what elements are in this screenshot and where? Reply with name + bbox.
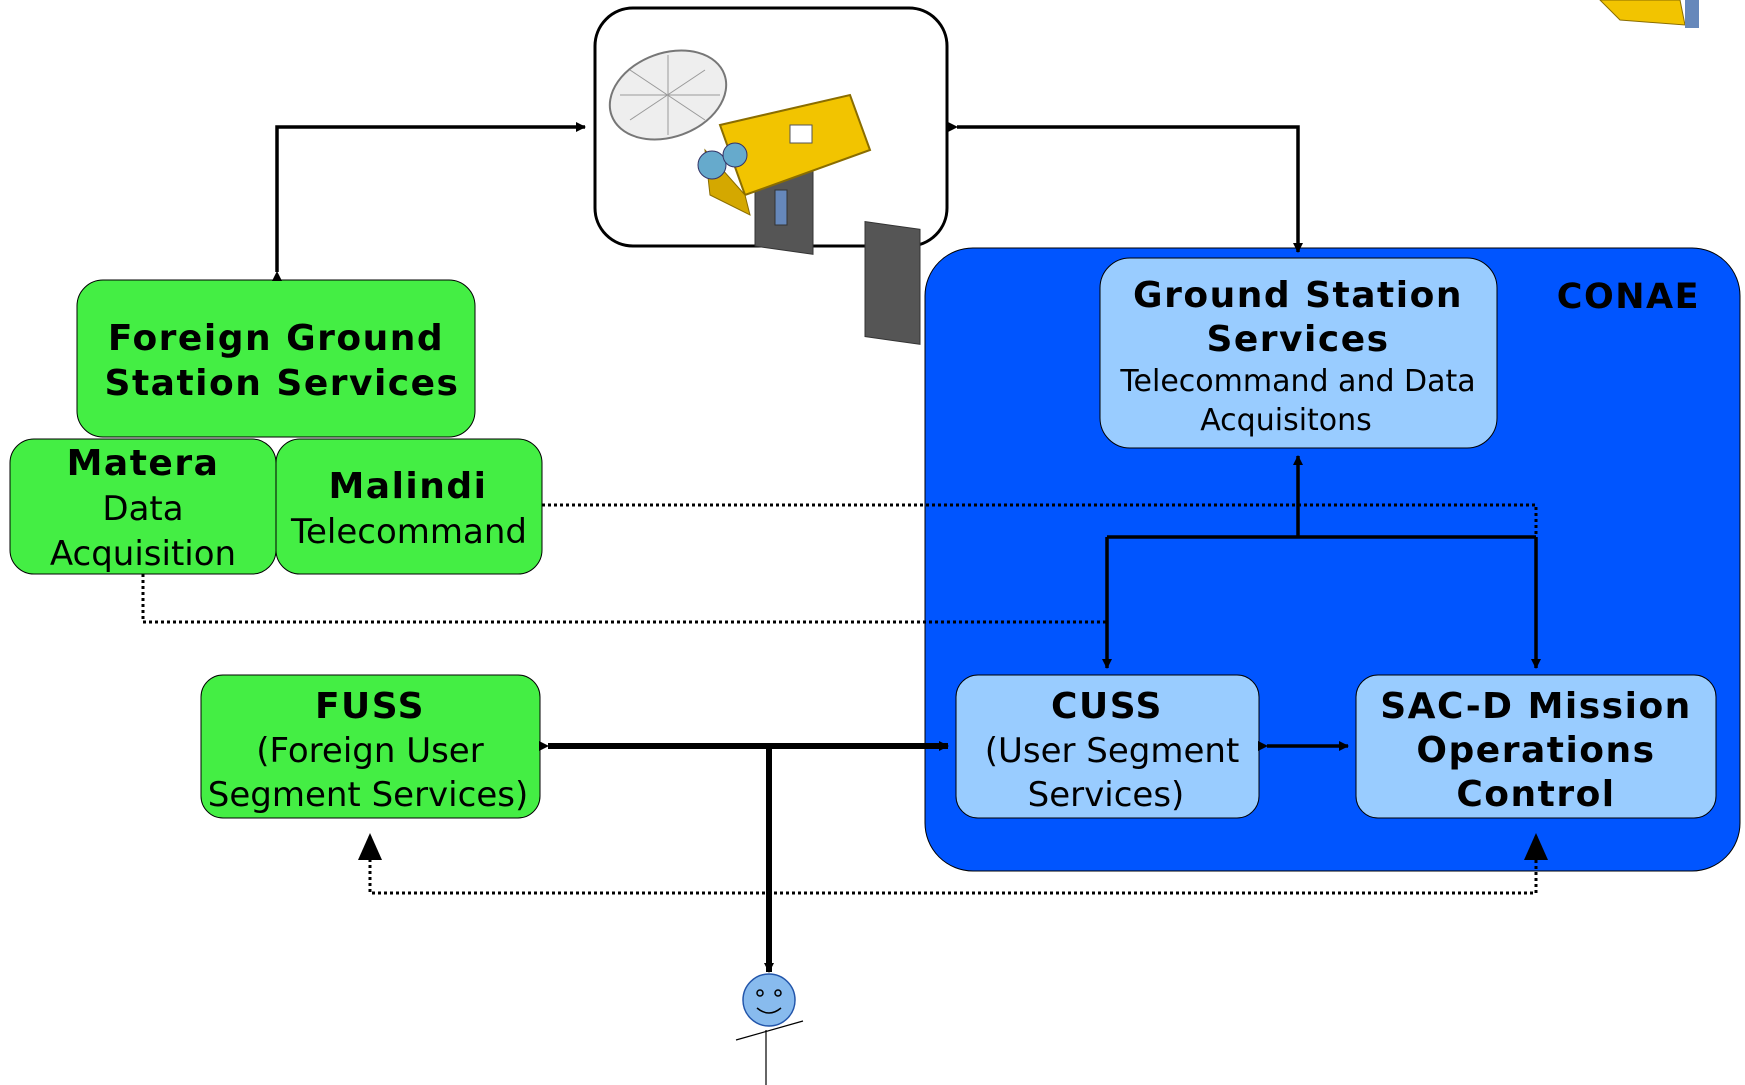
- user-icon: [735, 973, 804, 1085]
- sacd-line2: Operations: [1416, 730, 1655, 771]
- fuss-title: FUSS: [315, 686, 425, 727]
- ground-station-line4: Acquisitons: [1200, 403, 1372, 438]
- sacd-mission-box: [1355, 674, 1717, 819]
- sacd-line1: SAC-D Mission: [1380, 686, 1692, 727]
- dotted-arrowhead-sacd: [1524, 833, 1548, 860]
- link-satellite-foreign: [272, 122, 586, 281]
- cuss-line1: (User Segment: [985, 731, 1240, 771]
- dotted-arrowhead-fuss: [358, 833, 382, 860]
- fuss-line1: (Foreign User: [256, 731, 483, 771]
- ground-station-title-2: Services: [1206, 319, 1389, 360]
- dotted-matera-cuss: [141, 574, 1107, 624]
- matera-title: Matera: [67, 443, 220, 484]
- ground-station-line3: Telecommand and Data: [1119, 364, 1475, 399]
- dotted-malindi-sacd: [542, 503, 1538, 537]
- malindi-line1: Telecommand: [290, 512, 527, 552]
- cuss-line2: Services): [1028, 775, 1185, 815]
- satellite-box: [593, 6, 949, 345]
- thick-connectors: [539, 741, 949, 973]
- satellite-icon-partial: [1599, 0, 1699, 28]
- foreign-ground-station-title-1: Foreign Ground: [108, 318, 444, 359]
- ground-station-services-box: [1099, 257, 1498, 449]
- matera-line2: Acquisition: [50, 534, 236, 574]
- cuss-title: CUSS: [1051, 686, 1163, 727]
- sacd-line3: Control: [1456, 774, 1615, 815]
- malindi-title: Malindi: [328, 466, 487, 507]
- link-satellite-ground: [948, 122, 1303, 253]
- matera-line1: Data: [102, 489, 183, 529]
- solid-connectors: [272, 122, 1541, 751]
- ground-station-title-1: Ground Station: [1133, 275, 1463, 316]
- satellite-icon: [608, 49, 921, 345]
- dotted-connectors: [141, 503, 1538, 895]
- fuss-line2: Segment Services): [208, 775, 528, 815]
- foreign-ground-station-title-2: Station Services: [105, 363, 460, 404]
- conae-label: CONAE: [1557, 277, 1700, 317]
